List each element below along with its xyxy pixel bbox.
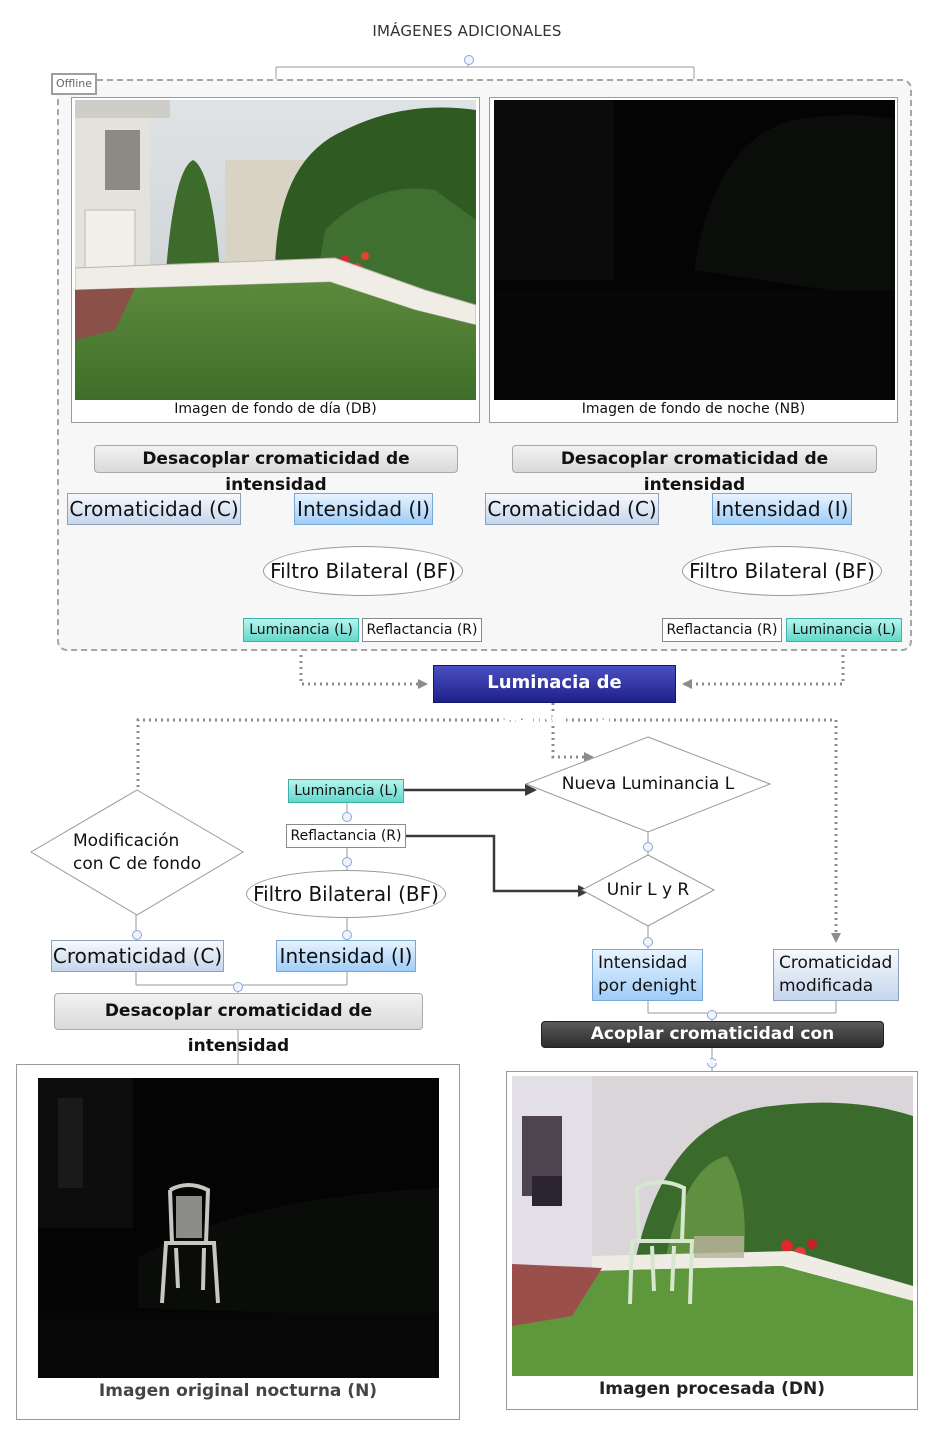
offline-tag: Offline xyxy=(51,73,97,95)
additional-images-title: IMÁGENES ADICIONALES xyxy=(372,22,562,40)
denight-intensity-node[interactable]: Intensidad por denight xyxy=(592,949,703,1001)
online-luminance-node[interactable]: Luminancia (L) xyxy=(288,779,404,803)
night-garden-photo xyxy=(494,100,895,400)
join-diamond xyxy=(580,854,716,927)
online-chroma-node[interactable]: Cromaticidad (C) xyxy=(51,940,224,972)
original-night-photo xyxy=(38,1078,439,1378)
modified-chroma-node[interactable]: Cromaticidad modificada xyxy=(773,949,899,1001)
night-intensity-node[interactable]: Intensidad (I) xyxy=(712,493,852,525)
processed-photo xyxy=(512,1076,913,1376)
night-background-caption: Imagen de fondo de noche (NB) xyxy=(581,401,806,417)
night-background-card: Imagen de fondo de noche (NB) xyxy=(489,97,898,423)
night-luminance-node[interactable]: Luminancia (L) xyxy=(786,618,902,642)
night-chroma-node[interactable]: Cromaticidad (C) xyxy=(485,493,659,525)
day-garden-photo xyxy=(75,100,476,400)
denighting-luminance-node[interactable]: Luminacia de Denigthing xyxy=(433,665,676,727)
day-reflectance-node[interactable]: Reflactancia (R) xyxy=(362,618,482,642)
original-night-card: Imagen original nocturna (N) xyxy=(16,1064,460,1420)
day-decouple-node[interactable]: Desacoplar cromaticidad de intensidad xyxy=(94,445,458,495)
night-reflectance-node[interactable]: Reflactancia (R) xyxy=(662,618,782,642)
join-lr-label[interactable]: Unir L y R xyxy=(606,880,690,900)
new-luminance-diamond xyxy=(524,736,772,833)
day-background-caption: Imagen de fondo de día (DB) xyxy=(174,401,377,417)
day-luminance-node[interactable]: Luminancia (L) xyxy=(243,618,359,642)
online-intensity-node[interactable]: Intensidad (I) xyxy=(276,940,416,972)
new-luminance-label[interactable]: Nueva Luminancia L xyxy=(561,774,735,794)
processed-caption: Imagen procesada (DN) xyxy=(598,1379,826,1399)
processed-image-card: Imagen procesada (DN) xyxy=(506,1071,918,1410)
modify-chroma-diamond xyxy=(30,789,244,916)
modify-chroma-label[interactable]: Modificación con C de fondo xyxy=(73,831,202,874)
online-decouple-node[interactable]: Desacoplar cromaticidad de intensidad xyxy=(54,993,423,1056)
online-bilateral-filter-node[interactable]: Filtro Bilateral (BF) xyxy=(246,870,446,918)
day-bilateral-filter-node[interactable]: Filtro Bilateral (BF) xyxy=(263,546,463,596)
online-reflectance-node[interactable]: Reflactancia (R) xyxy=(286,824,406,848)
couple-node[interactable]: Acoplar cromaticidad con intensidad xyxy=(541,1021,884,1068)
day-background-card: Imagen de fondo de día (DB) xyxy=(71,97,480,423)
night-decouple-node[interactable]: Desacoplar cromaticidad de intensidad xyxy=(512,445,877,495)
day-chroma-node[interactable]: Cromaticidad (C) xyxy=(67,493,241,525)
day-intensity-node[interactable]: Intensidad (I) xyxy=(294,493,433,525)
night-bilateral-filter-node[interactable]: Filtro Bilateral (BF) xyxy=(682,546,882,596)
original-night-caption: Imagen original nocturna (N) xyxy=(98,1381,378,1401)
